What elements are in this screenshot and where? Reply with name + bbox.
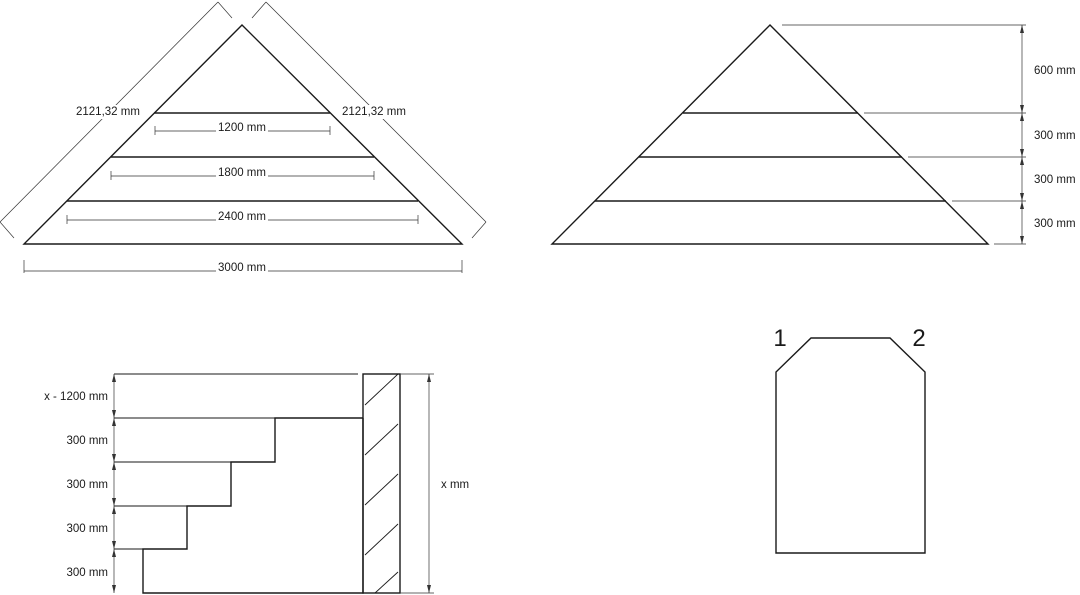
stairs-top-label: x - 1200 mm bbox=[44, 391, 108, 403]
side-height-top-label: 600 mm bbox=[1034, 65, 1076, 77]
stairs-step-4-label: 300 mm bbox=[66, 567, 108, 579]
stairs-step-profile bbox=[142, 417, 364, 594]
corner-2-label: 2 bbox=[912, 325, 925, 352]
front-triangle-outline bbox=[22, 24, 464, 245]
chamfered-profile-outline bbox=[775, 337, 926, 554]
label-background bbox=[64, 434, 110, 448]
label-background bbox=[216, 166, 268, 180]
stairs-step-3-label: 300 mm bbox=[66, 523, 108, 535]
slope-left-dimension bbox=[0, 1, 233, 239]
side-height-4-label: 300 mm bbox=[1034, 218, 1076, 230]
label-background bbox=[439, 478, 472, 492]
stairs-section-view: x - 1200 mm 300 mm 300 mm 300 mm 300 mm … bbox=[42, 373, 472, 594]
side-height-2-label: 300 mm bbox=[1034, 130, 1076, 142]
side-height-dimension-chain bbox=[1020, 25, 1024, 244]
label-background bbox=[1032, 217, 1078, 231]
label-background bbox=[216, 121, 268, 135]
label-background bbox=[64, 566, 110, 580]
label-background bbox=[74, 105, 142, 119]
stairs-total-dimension bbox=[400, 373, 434, 594]
stairs-total-label: x mm bbox=[441, 479, 469, 491]
label-background bbox=[42, 390, 110, 404]
side-triangle-outline bbox=[550, 24, 990, 245]
hatched-wall bbox=[362, 373, 401, 594]
base-label: 3000 mm bbox=[218, 262, 266, 274]
stairs-left-dimension-chain bbox=[112, 374, 116, 593]
stairs-step-2-label: 300 mm bbox=[66, 479, 108, 491]
label-background bbox=[1032, 129, 1078, 143]
label-background bbox=[64, 522, 110, 536]
label-background bbox=[1032, 173, 1078, 187]
label-background bbox=[340, 105, 408, 119]
side-triangle-view: 600 mm 300 mm 300 mm 300 mm bbox=[550, 24, 1078, 245]
corner-1-label: 1 bbox=[773, 325, 786, 352]
front-triangle-view: 2121,32 mm 2121,32 mm 1200 mm 1800 mm 24… bbox=[0, 1, 487, 275]
slope-right-dimension bbox=[251, 1, 487, 239]
slope-left-label: 2121,32 mm bbox=[76, 106, 140, 118]
label-background bbox=[1032, 64, 1078, 78]
width-3-label: 2400 mm bbox=[218, 211, 266, 223]
width-1-label: 1200 mm bbox=[218, 122, 266, 134]
side-height-3-label: 300 mm bbox=[1034, 174, 1076, 186]
label-background bbox=[216, 210, 268, 224]
stairs-step-1-label: 300 mm bbox=[66, 435, 108, 447]
label-background bbox=[64, 478, 110, 492]
width-2-label: 1800 mm bbox=[218, 167, 266, 179]
chamfered-profile-view: 1 2 bbox=[773, 325, 926, 554]
label-background bbox=[216, 261, 268, 275]
slope-right-label: 2121,32 mm bbox=[342, 106, 406, 118]
